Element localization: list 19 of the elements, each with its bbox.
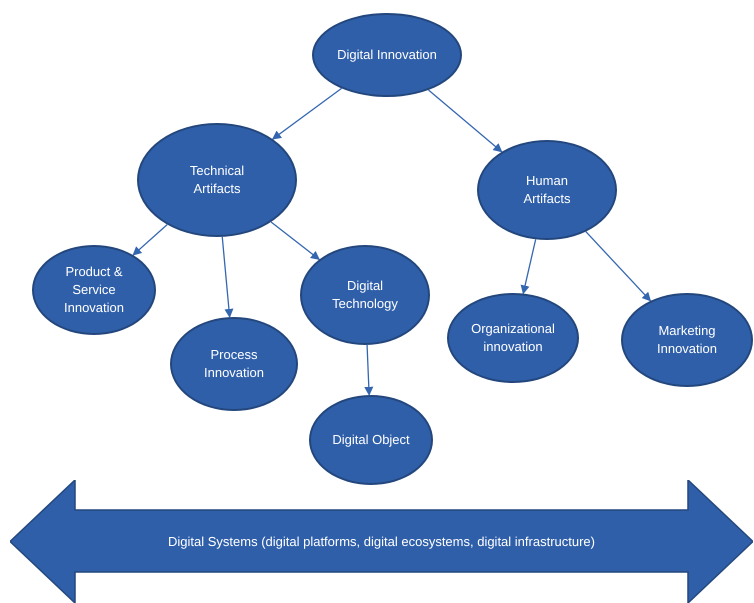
double-arrow-band	[10, 480, 753, 603]
arrow	[364, 344, 374, 396]
arrow	[222, 236, 234, 318]
node-label: Digital Technology	[331, 277, 399, 313]
node-label: Digital Innovation	[337, 46, 437, 64]
node-label: Product & Service Innovation	[63, 263, 125, 317]
arrow	[270, 222, 320, 260]
node-label: Human Artifacts	[522, 172, 572, 208]
node-label: Organizational innovation	[470, 320, 556, 356]
arrow	[520, 239, 536, 294]
node-label: Technical Artifacts	[188, 162, 246, 198]
arrow	[585, 231, 652, 302]
node-label: Digital Object	[332, 431, 410, 449]
node-label: Marketing Innovation	[656, 322, 718, 358]
arrow	[428, 90, 502, 152]
arrow	[132, 224, 168, 256]
arrow	[272, 88, 342, 140]
node-label: Process Innovation	[203, 346, 265, 382]
node-label: Digital Systems (digital platforms, digital ecosystems, digital infrastructure)	[168, 532, 595, 550]
